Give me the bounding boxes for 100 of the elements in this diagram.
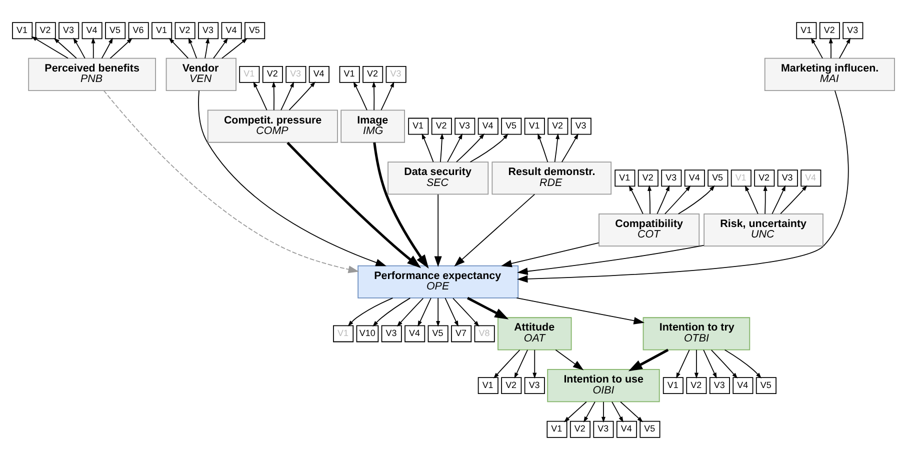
node-box: V4 <box>404 325 426 342</box>
arrow <box>91 37 96 59</box>
node-box: V6 <box>128 22 149 40</box>
arrow <box>110 38 132 59</box>
arrow <box>561 133 578 162</box>
node-box: V2 <box>570 420 591 438</box>
node-box: V5 <box>640 420 660 438</box>
arrow <box>780 185 808 214</box>
node-box: V2 <box>638 170 658 187</box>
arrow <box>517 244 704 276</box>
node-box: V3 <box>777 170 798 187</box>
arrow <box>628 348 669 372</box>
node-box: V1 <box>239 66 260 83</box>
arrow <box>198 90 386 266</box>
arrow <box>810 38 823 59</box>
node-box: V2 <box>431 118 452 135</box>
node-box: V1 <box>546 420 568 438</box>
arrow <box>676 349 690 378</box>
arrow <box>532 349 537 379</box>
node-box: V5 <box>708 170 728 187</box>
arrow <box>656 185 670 214</box>
arrow <box>373 142 429 269</box>
arrow <box>493 350 520 379</box>
node-box: Compatibility COT <box>598 213 700 247</box>
node-box: V4 <box>308 66 330 83</box>
arrow <box>444 298 458 327</box>
arrow <box>380 81 394 111</box>
node-box: V1 <box>152 22 172 40</box>
node-box: V5 <box>428 325 448 342</box>
arrow <box>564 401 587 422</box>
arrow <box>744 185 758 214</box>
node-box: V1 <box>662 377 684 394</box>
arrow <box>168 38 189 59</box>
arrow <box>724 349 762 378</box>
node-box: V4 <box>616 420 637 438</box>
node-box: V2 <box>548 118 568 135</box>
arrow <box>280 81 294 111</box>
node-box: V1 <box>12 22 33 40</box>
arrow <box>710 350 738 379</box>
node-box: V2 <box>686 377 707 394</box>
node-box: V1 <box>333 325 354 342</box>
arrow <box>447 133 463 162</box>
node-box: V4 <box>684 170 705 187</box>
arrow <box>54 38 77 59</box>
arrow <box>601 401 606 423</box>
node-box: V3 <box>593 420 614 438</box>
node-box: V7 <box>451 325 472 342</box>
node-box: V3 <box>524 377 545 394</box>
arrow <box>101 38 113 59</box>
node-box: V1 <box>339 66 360 83</box>
node-box: V1 <box>796 22 817 40</box>
arrow <box>348 298 394 326</box>
node-box: Marketing influcen. MAI <box>764 58 895 91</box>
node-box: V4 <box>82 22 102 40</box>
arrow <box>103 90 360 274</box>
arrow <box>221 38 248 59</box>
node-box: V5 <box>244 22 266 40</box>
arrow <box>554 133 560 162</box>
node-box: V3 <box>286 66 306 83</box>
node-box: V3 <box>709 377 730 394</box>
node-box: V1 <box>614 170 636 187</box>
arrow <box>628 185 644 214</box>
arrow <box>288 81 316 110</box>
arrow <box>434 194 442 268</box>
node-box: V2 <box>501 377 522 394</box>
node-box: V2 <box>174 22 196 40</box>
arrow <box>204 38 210 59</box>
node-box: V1 <box>408 118 429 135</box>
arrow <box>584 401 596 422</box>
arrow <box>648 185 652 214</box>
node-box: Intention to try OTBI <box>642 317 750 350</box>
arrow <box>286 142 422 268</box>
arrow <box>772 185 786 214</box>
arrow <box>253 82 268 111</box>
arrow <box>703 349 717 378</box>
node-box: V3 <box>842 22 864 40</box>
arrow <box>353 82 368 111</box>
arrow <box>422 133 434 162</box>
arrow <box>436 298 440 327</box>
node-box: V5 <box>756 377 776 394</box>
arrow <box>188 38 198 59</box>
arrow <box>272 81 276 111</box>
arrow <box>372 298 411 327</box>
arrow <box>514 349 528 378</box>
node-box: Intention to use OIBI <box>547 369 660 402</box>
arrow <box>396 298 424 327</box>
arrow <box>555 349 584 370</box>
arrow <box>763 185 768 214</box>
node-box: Competit. pressure COMP <box>207 110 338 143</box>
node-box: V2 <box>754 170 775 187</box>
arrow <box>838 38 851 59</box>
arrow <box>213 38 228 59</box>
arrow <box>516 90 849 283</box>
arrow <box>501 242 600 268</box>
arrow <box>467 296 509 320</box>
node-box: V1 <box>524 118 545 135</box>
node-box: V4 <box>732 377 754 394</box>
arrow <box>620 401 644 422</box>
arrow <box>678 185 715 214</box>
arrow <box>516 298 645 324</box>
